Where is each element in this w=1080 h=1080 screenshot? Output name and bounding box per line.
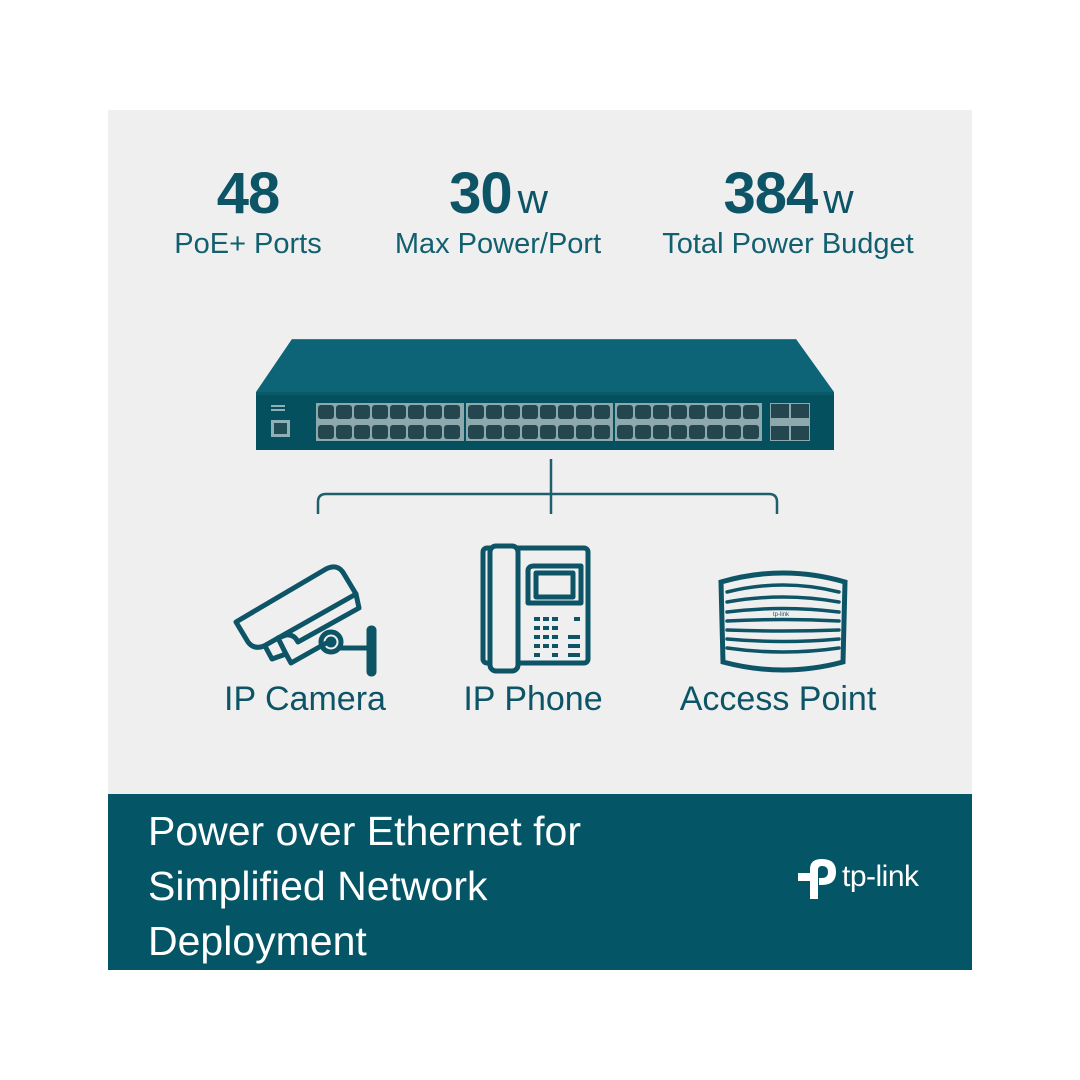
headline-line-3: Deployment — [148, 918, 367, 964]
device-label-ip-phone: IP Phone — [463, 680, 603, 718]
tp-link-logo-icon — [798, 859, 836, 899]
stat-label: PoE+ Ports — [174, 228, 322, 260]
stat-unit: w — [517, 175, 548, 222]
headline-banner: Power over Ethernet for Simplified Netwo… — [108, 794, 972, 970]
headline-line-2: Simplified Network — [148, 863, 488, 909]
stat-label: Total Power Budget — [662, 228, 914, 260]
connection-bracket — [316, 459, 779, 514]
ip-phone-icon — [480, 543, 591, 674]
device-label-access-point: Access Point — [679, 680, 877, 718]
stat-value: 30 — [449, 161, 513, 226]
stat-value: 384 — [723, 161, 818, 226]
stat-value: 48 — [216, 161, 281, 226]
headline-line-1: Power over Ethernet for — [148, 808, 581, 854]
device-label-ip-camera: IP Camera — [224, 680, 386, 718]
stat-label: Max Power/Port — [394, 228, 602, 260]
ip-camera-icon — [233, 564, 377, 677]
svg-text:tp-link: tp-link — [773, 612, 790, 618]
access-point-icon: tp-link — [718, 570, 848, 673]
tp-link-logo-text: tp-link — [842, 860, 919, 893]
network-switch-icon — [256, 339, 834, 450]
stat-unit: w — [823, 175, 853, 222]
